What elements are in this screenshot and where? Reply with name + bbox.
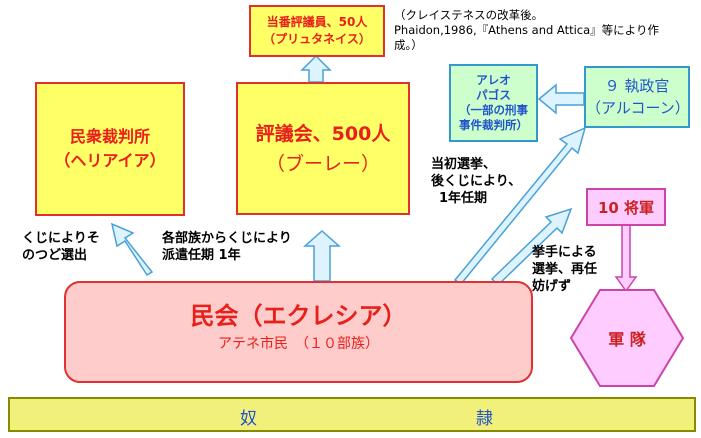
boule-edge-line-1: 各部族からくじにより	[162, 231, 292, 246]
citation-line-1: （クレイステネスの改革後。	[394, 8, 544, 22]
prytaneis-line-2: （プリュタネイス）	[263, 32, 371, 46]
boule-line-1: 評議会、500人	[255, 122, 391, 145]
arrow-strategos-to-army	[614, 224, 638, 293]
strategos-edge-label: 挙手による 選挙、再任 妨げず	[532, 244, 622, 295]
arrow-ecclesia-to-archon	[453, 126, 587, 286]
archon-edge-line-1: 当初選挙、	[431, 157, 497, 172]
archon-edge-label: 当初選挙、 後くじにより、 1年任期	[431, 156, 541, 207]
prytaneis-line-1: 当番評議員、50人	[266, 15, 368, 29]
areopagus-box: アレオ パゴス （一部の刑事 事件裁判所）	[449, 64, 538, 142]
strategos-box: 10 将軍	[586, 188, 666, 226]
boule-box: 評議会、500人 （ブーレー）	[236, 82, 410, 215]
slaves-left-char: 奴	[240, 409, 257, 429]
citation-note: （クレイステネスの改革後。 Phaidon,1986,『Athens and A…	[394, 8, 699, 53]
heliaia-edge-line-2: のつど選出	[22, 248, 88, 263]
ecclesia-box: 民会（エクレシア） アテネ市民 （１０部族）	[64, 281, 533, 383]
strategos-edge-line-1: 挙手による	[532, 245, 597, 260]
heliaia-line-1: 民衆裁判所	[69, 127, 150, 146]
arrow-ecclesia-to-heliaia	[110, 222, 154, 277]
areopagus-line-4: 事件裁判所）	[459, 118, 528, 132]
boule-line-2: （ブーレー）	[265, 152, 380, 175]
arrow-ecclesia-to-boule	[303, 229, 341, 282]
army-label: 軍 隊	[571, 326, 683, 350]
arrow-archon-to-areopagus	[537, 83, 585, 115]
ecclesia-title: 民会（エクレシア）	[190, 302, 407, 330]
arrow-boule-to-prytaneis	[300, 54, 332, 83]
arrow-ecclesia-to-strategos	[490, 207, 573, 287]
archon-box: ９ 執政官 （アルコーン）	[584, 66, 690, 128]
army-hexagon	[569, 289, 685, 387]
citation-line-3: 成。）	[394, 38, 423, 52]
heliaia-edge-line-1: くじによりそ	[22, 231, 100, 246]
strategos-label: 10 将軍	[597, 198, 655, 217]
heliaia-box: 民衆裁判所 （ヘリアイア）	[35, 82, 185, 216]
ecclesia-subtitle: アテネ市民 （１０部族）	[218, 336, 379, 352]
prytaneis-box: 当番評議員、50人 （プリュタネイス）	[249, 5, 385, 57]
strategos-edge-line-2: 選挙、再任	[532, 262, 598, 277]
heliaia-edge-label: くじによりそ のつど選出	[22, 230, 132, 264]
areopagus-line-3: （一部の刑事	[459, 103, 528, 117]
strategos-edge-line-3: 妨げず	[532, 279, 572, 294]
archon-edge-line-2: 後くじにより、	[431, 174, 522, 189]
areopagus-line-2: パゴス	[476, 88, 511, 102]
heliaia-line-2: （ヘリアイア）	[54, 151, 166, 170]
citation-line-2: Phaidon,1986,『Athens and Attica』等により作	[394, 23, 659, 37]
slaves-bar: 奴 隷	[8, 397, 696, 432]
boule-edge-line-2: 派遣任期 1年	[162, 248, 241, 263]
archon-line-1: ９ 執政官	[604, 77, 670, 95]
areopagus-line-1: アレオ	[476, 73, 511, 87]
slaves-right-char: 隷	[476, 409, 493, 429]
archon-line-2: （アルコーン）	[586, 99, 690, 117]
boule-edge-label: 各部族からくじにより 派遣任期 1年	[162, 230, 312, 264]
archon-edge-line-3: 1年任期	[439, 191, 488, 206]
army-label-text: 軍 隊	[608, 330, 646, 349]
